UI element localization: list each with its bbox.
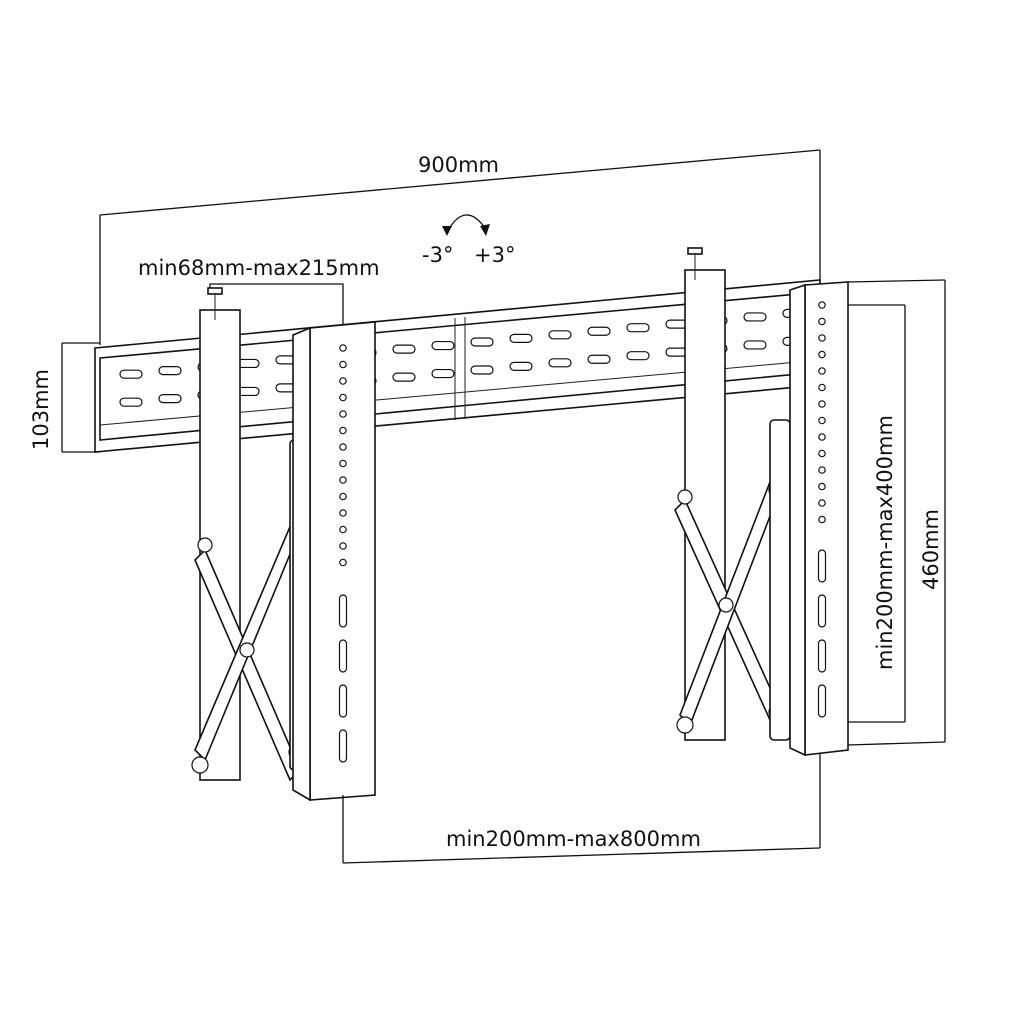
label-tilt-minus: -3°: [422, 243, 453, 267]
label-103mm: 103mm: [29, 369, 53, 450]
dimension-103: [61, 342, 100, 453]
rail-slot: [470, 365, 494, 375]
label-460mm: 460mm: [919, 509, 943, 590]
rail-slot: [392, 372, 416, 382]
bracket-hole: [339, 509, 347, 517]
bracket-hole: [818, 367, 826, 375]
bracket-hole: [818, 350, 826, 359]
bracket-slot: [817, 639, 827, 673]
rail-slot: [470, 337, 494, 347]
left-bracket: [191, 287, 376, 802]
rail-slot: [119, 397, 143, 407]
right-bracket: [674, 247, 849, 757]
dimension-depth: [209, 283, 344, 325]
label-tilt-plus: +3°: [474, 243, 515, 267]
rail-slot: [392, 344, 416, 354]
bracket-hole: [339, 525, 347, 534]
bracket-slot: [338, 594, 348, 628]
rail-slot: [509, 361, 533, 372]
bracket-slot: [817, 594, 827, 628]
rail-slot: [158, 365, 182, 376]
rail-slot: [587, 326, 611, 336]
label-depth: min68mm-max215mm: [138, 256, 380, 280]
label-900mm: 900mm: [418, 153, 499, 177]
bracket-hole: [818, 515, 826, 524]
rail-slot: [587, 354, 611, 364]
rail-slot: [119, 369, 143, 379]
bracket-hole: [818, 466, 826, 474]
bracket-hole: [339, 459, 347, 468]
bracket-slot: [338, 639, 348, 673]
bracket-hole: [339, 344, 347, 352]
bracket-hole: [339, 542, 347, 550]
bracket-hole: [818, 449, 826, 458]
bracket-hole: [339, 443, 347, 451]
bracket-hole: [818, 317, 826, 326]
bracket-hole: [339, 558, 347, 567]
bracket-hole: [339, 360, 347, 369]
bracket-hole: [818, 433, 826, 441]
bracket-hole: [339, 426, 347, 435]
bracket-hole: [339, 410, 347, 418]
label-vertical-range: min200mm-max400mm: [873, 415, 897, 670]
bracket-slot: [817, 549, 827, 583]
bracket-hole: [339, 393, 347, 402]
bracket-hole: [818, 416, 826, 425]
bracket-hole: [818, 400, 826, 408]
bracket-hole: [818, 301, 826, 309]
rail-slot: [548, 358, 572, 368]
dimension-460: [847, 279, 946, 746]
label-horizontal-range: min200mm-max800mm: [446, 827, 701, 851]
bracket-hole: [818, 334, 826, 342]
bracket-slot: [338, 729, 348, 763]
bracket-slot: [817, 684, 827, 718]
bracket-hole: [339, 476, 347, 484]
rail-slot: [509, 333, 533, 344]
rail-slot: [743, 340, 767, 350]
rail-slot: [626, 351, 650, 361]
bracket-hole: [339, 377, 347, 385]
dimension-800: [342, 795, 821, 864]
rail-slot: [158, 393, 182, 404]
rail-slot: [431, 368, 455, 379]
rail-slot: [743, 312, 767, 322]
bracket-hole: [818, 482, 826, 491]
rail-slot: [548, 330, 572, 340]
dimension-400: [848, 304, 906, 723]
tilt-arrow-icon: [442, 214, 490, 236]
rail-slot: [626, 323, 650, 333]
bracket-hole: [339, 492, 347, 501]
bracket-hole: [818, 383, 826, 392]
rail-slot: [431, 340, 455, 351]
bracket-slot: [338, 684, 348, 718]
bracket-hole: [818, 499, 826, 507]
